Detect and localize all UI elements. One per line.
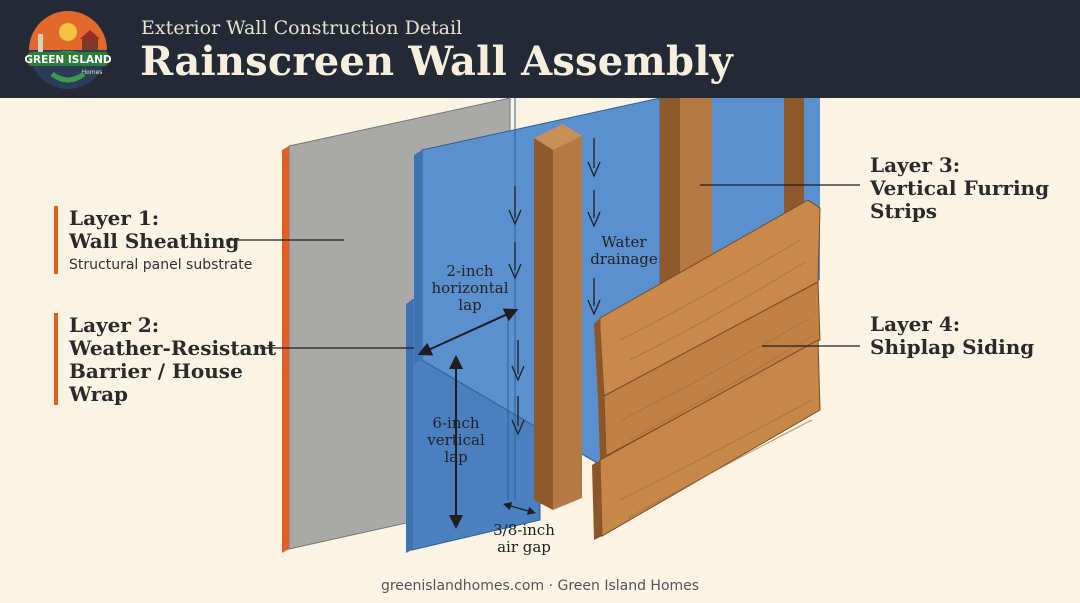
green-island-logo: GREEN ISLAND Homes [24, 11, 112, 89]
annotation-line: 2-inch [446, 262, 494, 280]
layer1-label: Layer 1: Wall Sheathing Structural panel… [69, 206, 253, 274]
drainage-arrows [508, 138, 601, 436]
layer4-name: Shiplap Siding [870, 335, 1035, 359]
annotation-line: 6-inch [432, 414, 480, 432]
layer2-line1: Weather-Resistant [69, 336, 277, 360]
annotation-line: lap [444, 448, 468, 466]
annotation-line: lap [458, 296, 482, 314]
drainage-arrow-icon [508, 186, 522, 226]
drainage-arrow-icon [511, 396, 525, 436]
shiplap-siding [592, 199, 821, 540]
layer3-title: Layer 3: [870, 153, 961, 177]
svg-text:Homes: Homes [82, 69, 103, 76]
layer2-accent-bar [54, 313, 58, 405]
layer4-label: Layer 4: Shiplap Siding [870, 313, 1034, 359]
drainage-annotation: Water drainage [586, 234, 662, 268]
header-bar: GREEN ISLAND Homes Exterior Wall Constru… [0, 0, 1080, 98]
drainage-arrow-icon [587, 138, 601, 178]
drainage-arrow-icon [587, 278, 601, 316]
header-kicker: Exterior Wall Construction Detail [141, 17, 463, 39]
horizontal-lap-arrow [417, 308, 519, 356]
drainage-arrow-icon [508, 242, 522, 280]
annotation-line: 3/8-inch [493, 521, 555, 539]
layer2-title: Layer 2: [69, 313, 160, 337]
layer2-label: Layer 2: Weather-Resistant Barrier / Hou… [69, 314, 276, 406]
layer1-desc: Structural panel substrate [69, 257, 253, 273]
layer1-name: Wall Sheathing [69, 229, 240, 253]
annotation-line: drainage [590, 250, 658, 268]
svg-text:GREEN ISLAND: GREEN ISLAND [24, 54, 112, 66]
annotation-line: Water [601, 233, 647, 251]
footer-credit: greenislandhomes.com · Green Island Home… [380, 578, 700, 594]
layer1-title: Layer 1: [69, 206, 160, 230]
layer3-line1: Vertical Furring [870, 176, 1050, 200]
annotation-line: air gap [497, 538, 551, 556]
layer1-accent-bar [54, 206, 58, 274]
air-gap-annotation: 3/8-inch air gap [486, 522, 562, 556]
layer2-line3: Wrap [69, 382, 129, 406]
horizontal-lap-annotation: 2-inch horizontal lap [428, 263, 512, 314]
drainage-arrow-icon [587, 190, 601, 228]
vertical-lap-annotation: 6-inch vertical lap [420, 415, 492, 466]
air-gap-arrow [502, 502, 537, 515]
layer2-line2: Barrier / House [69, 359, 243, 383]
layer3-label: Layer 3: Vertical Furring Strips [870, 154, 1049, 223]
layer4-title: Layer 4: [870, 312, 961, 336]
annotation-line: horizontal [431, 279, 509, 297]
page-title: Rainscreen Wall Assembly [140, 38, 733, 85]
annotation-line: vertical [427, 431, 485, 449]
layer3-line2: Strips [870, 199, 938, 223]
furring-strips [534, 98, 804, 510]
